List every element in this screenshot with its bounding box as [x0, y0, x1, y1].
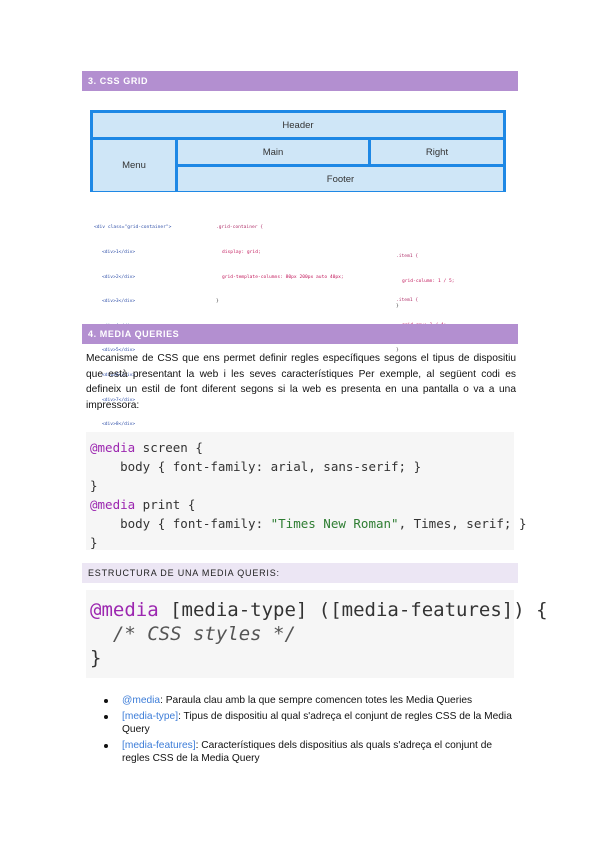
- code-line: display: grid;: [222, 250, 261, 256]
- intro-paragraph: Mecanisme de CSS que ens permet definir …: [86, 353, 516, 411]
- grid-cell-header: Header: [93, 113, 503, 137]
- bullet-icon: [104, 699, 108, 703]
- code-line: <div class="grid-container">: [94, 225, 172, 231]
- code-line: @media screen {: [90, 438, 510, 457]
- list-item: @media: Paraula clau amb la que sempre c…: [100, 694, 520, 707]
- code-line: @media print {: [90, 495, 510, 514]
- code-text: print {: [135, 497, 196, 512]
- code-line: <div>5</div>: [102, 348, 136, 354]
- media-query-structure-code: @media [media-type] ([media-features]) {…: [86, 590, 548, 678]
- code-line: body { font-family: arial, sans-serif; }: [90, 459, 422, 474]
- code-text: screen {: [135, 440, 203, 455]
- code-keyword: @media: [90, 440, 136, 455]
- section-4-title: 4. MEDIA QUERIES: [88, 329, 180, 339]
- media-query-example-code: @media screen { body { font-family: aria…: [86, 432, 527, 550]
- definition-list: @media: Paraula clau amb la que sempre c…: [100, 694, 520, 768]
- code-line: grid-column: 1 / 5;: [402, 279, 455, 285]
- code-line: .item1 {: [396, 254, 419, 260]
- code-line: .item1 {: [396, 298, 419, 304]
- code-keyword: @media: [90, 599, 159, 621]
- section-4-heading: 4. MEDIA QUERIES: [82, 324, 518, 344]
- code-line: .grid-container {: [216, 225, 264, 231]
- list-text: : Paraula clau amb la que sempre comence…: [160, 695, 473, 706]
- section-3-heading: 3. CSS GRID: [82, 71, 518, 91]
- code-string: "Times New Roman": [270, 516, 399, 531]
- code-text: [media-type] ([media-features]) {: [158, 599, 548, 621]
- bullet-icon: [104, 744, 108, 748]
- code-line: <div>8</div>: [102, 422, 136, 428]
- code-line: <div>7</div>: [102, 397, 136, 403]
- css-grid-diagram: Header Menu Main Right Footer: [90, 110, 506, 192]
- code-text: body { font-family:: [90, 516, 271, 531]
- code-line: grid-template-columns: 80px 200px auto 4…: [222, 274, 344, 280]
- code-line: <div>6</div>: [102, 373, 136, 379]
- list-term: [media-type]: [122, 711, 179, 722]
- code-line: <div>2</div>: [102, 274, 136, 280]
- code-line: }: [90, 535, 98, 550]
- code-comment: /* CSS styles */: [90, 623, 296, 645]
- grid-cell-right: Right: [371, 140, 503, 164]
- code-line: body { font-family: "Times New Roman", T…: [90, 514, 526, 533]
- list-item: [media-features]: Característiques dels …: [100, 739, 520, 765]
- grid-cell-menu: Menu: [93, 140, 175, 191]
- list-text: : Característiques dels dispositius als …: [122, 740, 493, 764]
- bullet-icon: [104, 715, 108, 719]
- list-text: : Tipus de dispositiu al qual s'adreça e…: [122, 711, 512, 735]
- grid-cell-footer: Footer: [178, 167, 503, 191]
- code-line: }: [396, 347, 399, 353]
- section-3-title: 3. CSS GRID: [88, 76, 149, 86]
- list-term: @media: [122, 695, 161, 706]
- grid-cell-main: Main: [178, 140, 368, 164]
- code-line: }: [216, 299, 219, 305]
- code-line: @media [media-type] ([media-features]) {: [90, 598, 548, 622]
- code-line: }: [90, 478, 98, 493]
- structure-heading: ESTRUCTURA DE UNA MEDIA QUERIS:: [82, 563, 518, 583]
- code-line: }: [396, 303, 399, 309]
- code-line: }: [90, 647, 102, 669]
- list-term: [media-features]: [122, 740, 196, 751]
- code-line: <div>3</div>: [102, 299, 136, 305]
- code-keyword: @media: [90, 497, 136, 512]
- code-line: <div>1</div>: [102, 250, 136, 256]
- code-text: , Times, serif; }: [398, 516, 527, 531]
- list-item: [media-type]: Tipus de dispositiu al qua…: [100, 710, 520, 736]
- css-code-snippet: .grid-container { display: grid; grid-te…: [216, 208, 344, 323]
- item1-column-snippet: .item1 { grid-column: 1 / 5; }: [396, 237, 455, 327]
- structure-heading-text: ESTRUCTURA DE UNA MEDIA QUERIS:: [88, 568, 280, 578]
